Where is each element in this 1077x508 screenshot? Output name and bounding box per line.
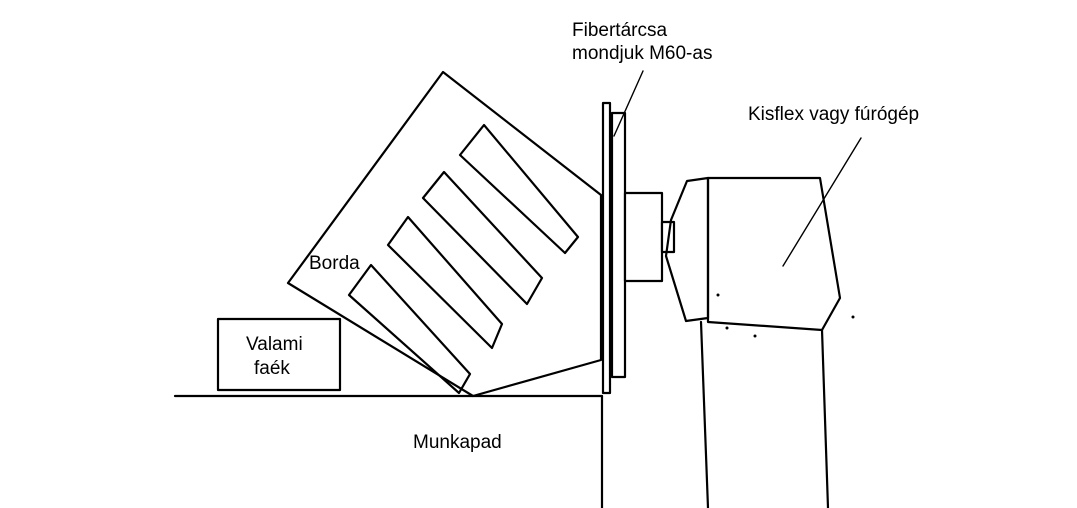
rib-plate [286,70,603,398]
fiber-disc [601,101,627,395]
rib-slot [347,263,472,395]
workbench-label: Munkapad [413,432,502,453]
grinder-leader-line [782,137,862,267]
wedge-label-line1: Valami [246,334,303,355]
workbench [173,394,604,508]
grinder-handle [699,320,830,508]
wood-wedge [216,317,342,392]
grinder-body [706,176,842,332]
rib-slot [386,215,504,350]
disc-label-line2: mondjuk M60-as [572,43,713,64]
disc-label-line1: Fibertárcsa [572,20,668,41]
rib-slot [421,170,544,306]
wedge-label-line2: faék [254,358,290,379]
grinder-label: Kisflex vagy fúrógép [748,104,920,125]
rib-label: Borda [309,253,360,274]
backing-hub [623,191,664,283]
disc-leader-line [613,70,644,137]
rib-slot [458,123,580,255]
